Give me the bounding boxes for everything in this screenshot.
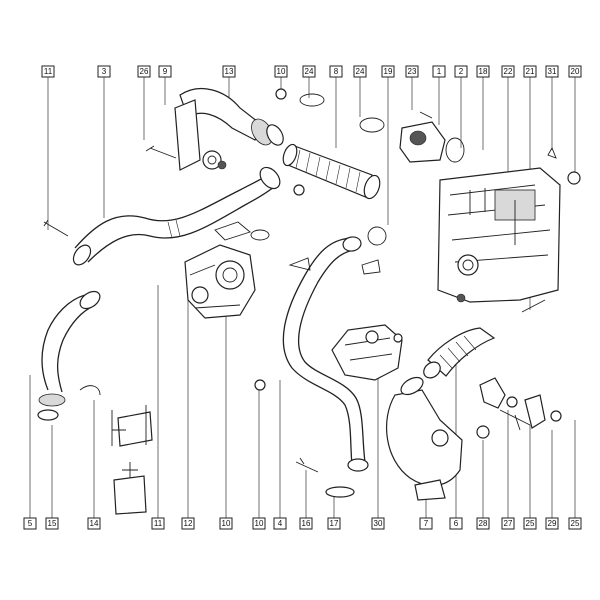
svg-text:23: 23 bbox=[408, 67, 417, 76]
svg-text:22: 22 bbox=[504, 67, 513, 76]
svg-text:25: 25 bbox=[526, 519, 535, 528]
intake-hose-3 bbox=[72, 166, 281, 266]
misc-small-parts bbox=[43, 146, 581, 313]
callout-top-10: 10 bbox=[274, 65, 288, 78]
callout-bottom-12: 12 bbox=[181, 517, 195, 530]
small-brackets bbox=[476, 377, 562, 439]
callout-bottom-28: 28 bbox=[476, 517, 490, 530]
callout-bottom-5: 5 bbox=[23, 517, 37, 530]
callout-top-1: 1 bbox=[432, 65, 446, 78]
resonator-30 bbox=[331, 324, 403, 381]
callout-top-8: 8 bbox=[329, 65, 343, 78]
svg-text:5: 5 bbox=[28, 519, 33, 528]
svg-text:6: 6 bbox=[454, 519, 459, 528]
svg-text:15: 15 bbox=[48, 519, 57, 528]
svg-text:13: 13 bbox=[225, 67, 234, 76]
svg-text:10: 10 bbox=[255, 519, 264, 528]
svg-text:1: 1 bbox=[437, 67, 442, 76]
svg-text:11: 11 bbox=[44, 67, 53, 76]
callout-top-3: 3 bbox=[97, 65, 111, 78]
svg-text:30: 30 bbox=[374, 519, 383, 528]
svg-text:21: 21 bbox=[526, 67, 535, 76]
top-callouts: 11 3 26 9 13 10 24 8 24 19 23 1 2 18 22 … bbox=[41, 65, 582, 78]
bottom-callouts: 5 15 14 11 12 10 10 4 16 17 30 7 6 28 27… bbox=[23, 517, 582, 530]
callout-bottom-29: 29 bbox=[545, 517, 559, 530]
svg-text:26: 26 bbox=[140, 67, 149, 76]
callout-top-13: 13 bbox=[222, 65, 236, 78]
callout-top-24a: 24 bbox=[302, 65, 316, 78]
corrugated-hose-8 bbox=[282, 93, 387, 246]
svg-text:3: 3 bbox=[102, 67, 107, 76]
callout-bottom-10b: 10 bbox=[252, 517, 266, 530]
callout-top-22: 22 bbox=[501, 65, 515, 78]
callout-top-11: 11 bbox=[41, 65, 55, 78]
long-hose-4 bbox=[254, 236, 381, 498]
callout-bottom-7: 7 bbox=[419, 517, 433, 530]
callout-top-19: 19 bbox=[381, 65, 395, 78]
turbo-assembly bbox=[184, 221, 256, 319]
callout-bottom-14: 14 bbox=[87, 517, 101, 530]
svg-text:19: 19 bbox=[384, 67, 393, 76]
svg-text:16: 16 bbox=[302, 519, 311, 528]
svg-text:2: 2 bbox=[459, 67, 464, 76]
callout-bottom-17: 17 bbox=[327, 517, 341, 530]
callout-bottom-25b: 25 bbox=[568, 517, 582, 530]
svg-text:20: 20 bbox=[571, 67, 580, 76]
svg-text:29: 29 bbox=[548, 519, 557, 528]
svg-text:10: 10 bbox=[222, 519, 231, 528]
upper-duct-13 bbox=[145, 87, 287, 171]
lower-hose-5 bbox=[37, 290, 101, 421]
svg-text:25: 25 bbox=[571, 519, 580, 528]
lower-pipe-7 bbox=[385, 327, 496, 501]
callout-bottom-6: 6 bbox=[449, 517, 463, 530]
svg-text:24: 24 bbox=[305, 67, 314, 76]
svg-text:11: 11 bbox=[154, 519, 163, 528]
svg-text:24: 24 bbox=[356, 67, 365, 76]
callout-top-9: 9 bbox=[158, 65, 172, 78]
callout-bottom-10a: 10 bbox=[219, 517, 233, 530]
callout-top-20: 20 bbox=[568, 65, 582, 78]
svg-text:9: 9 bbox=[163, 67, 168, 76]
svg-text:14: 14 bbox=[90, 519, 99, 528]
callout-bottom-15: 15 bbox=[45, 517, 59, 530]
callout-top-21: 21 bbox=[523, 65, 537, 78]
callout-top-31: 31 bbox=[545, 65, 559, 78]
callout-bottom-11: 11 bbox=[151, 517, 165, 530]
callout-top-2: 2 bbox=[454, 65, 468, 78]
callout-top-26: 26 bbox=[137, 65, 151, 78]
callout-top-23: 23 bbox=[405, 65, 419, 78]
svg-text:31: 31 bbox=[548, 67, 557, 76]
callout-bottom-27: 27 bbox=[501, 517, 515, 530]
callout-top-24b: 24 bbox=[353, 65, 367, 78]
callout-bottom-4: 4 bbox=[273, 517, 287, 530]
engine-block bbox=[437, 167, 561, 303]
svg-text:8: 8 bbox=[334, 67, 339, 76]
svg-text:27: 27 bbox=[504, 519, 513, 528]
svg-text:12: 12 bbox=[184, 519, 193, 528]
air-flow-meter bbox=[399, 111, 465, 163]
svg-text:18: 18 bbox=[479, 67, 488, 76]
svg-text:17: 17 bbox=[330, 519, 339, 528]
callout-bottom-25a: 25 bbox=[523, 517, 537, 530]
svg-text:7: 7 bbox=[424, 519, 429, 528]
svg-text:28: 28 bbox=[479, 519, 488, 528]
svg-text:4: 4 bbox=[278, 519, 283, 528]
callout-top-18: 18 bbox=[476, 65, 490, 78]
svg-text:10: 10 bbox=[277, 67, 286, 76]
callout-bottom-16: 16 bbox=[299, 517, 313, 530]
assembly-detail-icons bbox=[111, 405, 153, 515]
callout-bottom-30: 30 bbox=[371, 517, 385, 530]
